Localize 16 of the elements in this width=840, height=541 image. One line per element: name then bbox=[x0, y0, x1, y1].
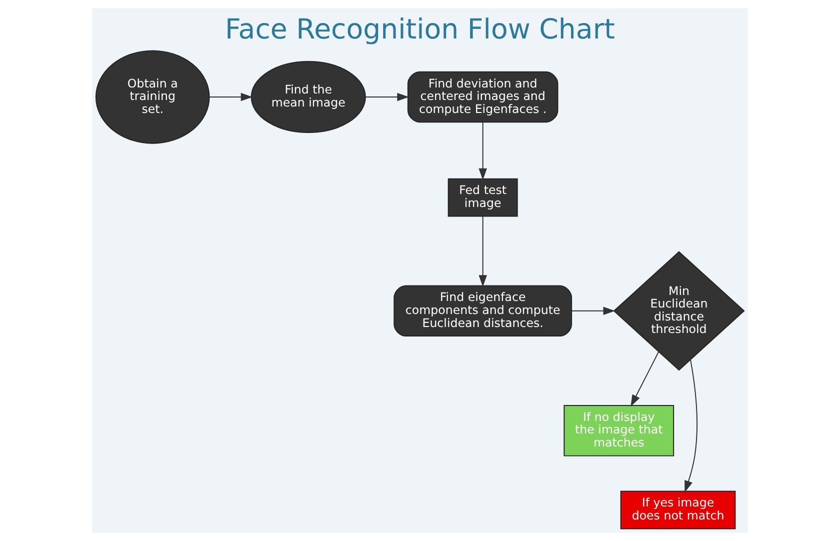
node-box: Find eigenface components and compute Euclidean distances. bbox=[394, 285, 572, 337]
node-diamond: Min Euclidean distance threshold bbox=[613, 251, 745, 371]
arrow bbox=[571, 306, 616, 316]
node-box: Find deviation and centered images and compute Eigenfaces . bbox=[407, 71, 558, 123]
node-box: Fed test image bbox=[448, 178, 518, 217]
arrow bbox=[684, 359, 698, 493]
diagram-title: Face Recognition Flow Chart bbox=[224, 12, 616, 46]
arrow bbox=[630, 351, 660, 407]
node-box: If no display the image that matches bbox=[564, 405, 674, 456]
node-ellipse: Find the mean image bbox=[250, 61, 366, 133]
arrow bbox=[209, 92, 253, 102]
arrow bbox=[364, 92, 410, 102]
arrow bbox=[478, 216, 487, 287]
arrow bbox=[478, 122, 487, 180]
node-box: If yes image does not match bbox=[620, 490, 736, 530]
node-ellipse: Obtain a training set. bbox=[95, 50, 210, 144]
